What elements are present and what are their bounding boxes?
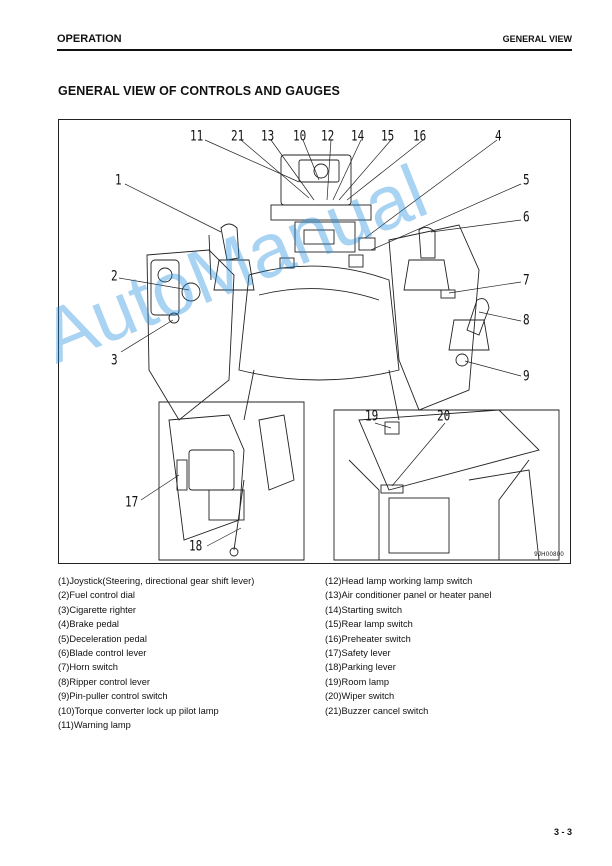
legend-item: (10)Torque converter lock up pilot lamp — [58, 705, 219, 716]
legend-item: (20)Wiper switch — [325, 691, 395, 702]
callout-11: 11 — [190, 128, 204, 145]
legend-item: (17)Safety lever — [325, 648, 391, 659]
callout-1: 1 — [115, 172, 122, 189]
page-number: 3 - 3 — [553, 827, 572, 837]
legend-item: (11)Warning lamp — [58, 720, 131, 731]
callout-12: 12 — [321, 128, 335, 145]
legend-item: (21)Buzzer cancel switch — [325, 705, 429, 716]
legend-item: (2)Fuel control dial — [58, 590, 135, 601]
callout-4: 4 — [495, 128, 502, 145]
legend-item: (16)Preheater switch — [325, 633, 411, 644]
legend-right: (12)Head lamp working lamp switch (13)Ai… — [325, 574, 491, 718]
legend-item: (7)Horn switch — [58, 662, 118, 673]
callout-21: 21 — [231, 128, 245, 145]
callout-9: 9 — [523, 368, 530, 385]
callout-13: 13 — [261, 128, 275, 145]
legend-item: (9)Pin-puller control switch — [58, 691, 168, 702]
cab-illustration — [118, 139, 560, 561]
controls-figure: 11 21 13 10 12 14 15 16 4 1 5 6 2 7 8 3 … — [58, 119, 571, 564]
figure-code: 9JH00800 — [534, 552, 564, 558]
section-title: GENERAL VIEW OF CONTROLS AND GAUGES — [58, 84, 340, 98]
legend-item: (12)Head lamp working lamp switch — [325, 576, 473, 586]
legend-item: (8)Ripper control lever — [58, 676, 150, 687]
callout-19: 19 — [365, 408, 379, 425]
legend-item: (19)Room lamp — [325, 676, 390, 687]
legend-item: (4)Brake pedal — [58, 619, 119, 630]
legend-item: (1)Joystick(Steering, directional gear s… — [58, 576, 255, 586]
legend-item: (15)Rear lamp switch — [325, 619, 413, 630]
callout-3: 3 — [111, 352, 118, 369]
callout-8: 8 — [523, 312, 530, 329]
header-section: OPERATION — [57, 33, 122, 45]
callout-17: 17 — [125, 494, 139, 511]
callout-10: 10 — [293, 128, 307, 145]
callout-15: 15 — [381, 128, 395, 145]
callout-20: 20 — [437, 408, 451, 425]
legend-item: (3)Cigarette righter — [58, 604, 137, 615]
page-header: OPERATION GENERAL VIEW — [57, 33, 572, 51]
callout-14: 14 — [351, 128, 365, 145]
callout-2: 2 — [111, 268, 118, 285]
legend-left: (1)Joystick(Steering, directional gear s… — [58, 574, 254, 732]
legend-item: (13)Air conditioner panel or heater pane… — [325, 590, 492, 601]
callout-5: 5 — [523, 172, 530, 189]
legend-item: (6)Blade control lever — [58, 648, 147, 659]
callout-6: 6 — [523, 209, 530, 226]
header-chapter: GENERAL VIEW — [502, 34, 572, 44]
callout-7: 7 — [523, 272, 530, 289]
callout-18: 18 — [189, 538, 203, 555]
legend-item: (5)Deceleration pedal — [58, 633, 147, 644]
legend-item: (14)Starting switch — [325, 604, 402, 615]
legend-item: (18)Parking lever — [325, 662, 396, 673]
callout-16: 16 — [413, 128, 427, 145]
